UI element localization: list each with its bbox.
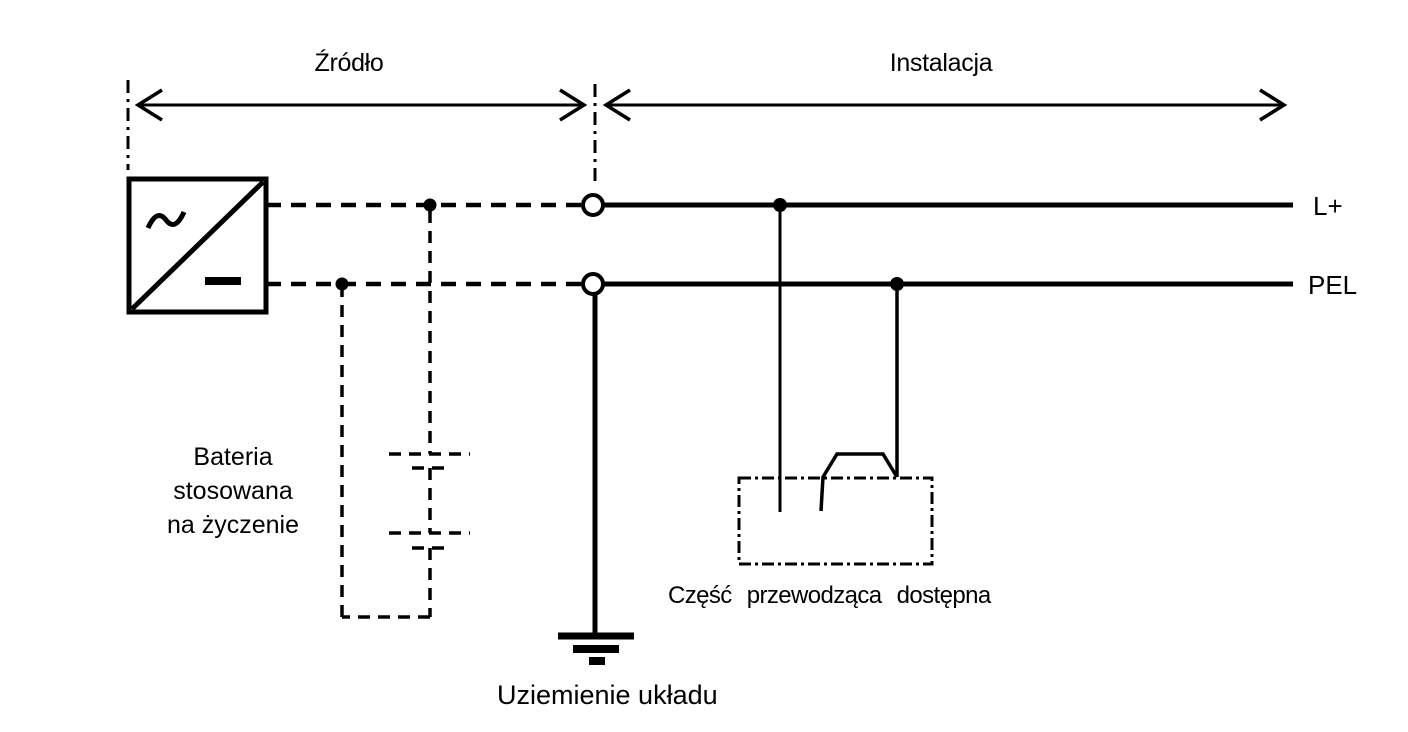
earth-ground-icon — [558, 292, 634, 665]
protective-bonding-connection — [819, 291, 899, 512]
exposed-part-label: Część przewodząca dostępna — [668, 582, 991, 609]
battery-note-line-3: na życzenie — [166, 511, 300, 539]
positive-conductor-label: L+ — [1313, 191, 1343, 221]
source-span-arrow-icon — [134, 88, 588, 122]
junction-dot-icon — [335, 277, 349, 291]
installation-span-label: Instalacja — [889, 49, 993, 77]
source-span-label: Źródło — [314, 49, 384, 77]
protective-conductor-label: PEL — [1308, 270, 1358, 300]
installation-span-arrow-icon — [602, 88, 1288, 122]
ac-tilde-symbol — [145, 210, 187, 230]
battery-note-label: Bateria stosowana na życzenie — [123, 440, 343, 542]
battery-note-line-1: Bateria — [193, 443, 273, 471]
junction-dot-icon — [423, 198, 437, 212]
system-earthing-label: Uziemienie układu — [497, 680, 718, 710]
battery-cells-icon — [340, 211, 470, 619]
battery-note-line-2: stosowana — [173, 477, 293, 505]
exposed-conductive-part-box-icon — [737, 476, 934, 566]
positive-terminal-icon — [581, 193, 605, 217]
junction-dot-icon — [773, 198, 787, 212]
junction-dot-icon — [890, 277, 904, 291]
protective-terminal-icon — [581, 272, 605, 296]
ac-dc-converter-icon — [126, 176, 269, 315]
